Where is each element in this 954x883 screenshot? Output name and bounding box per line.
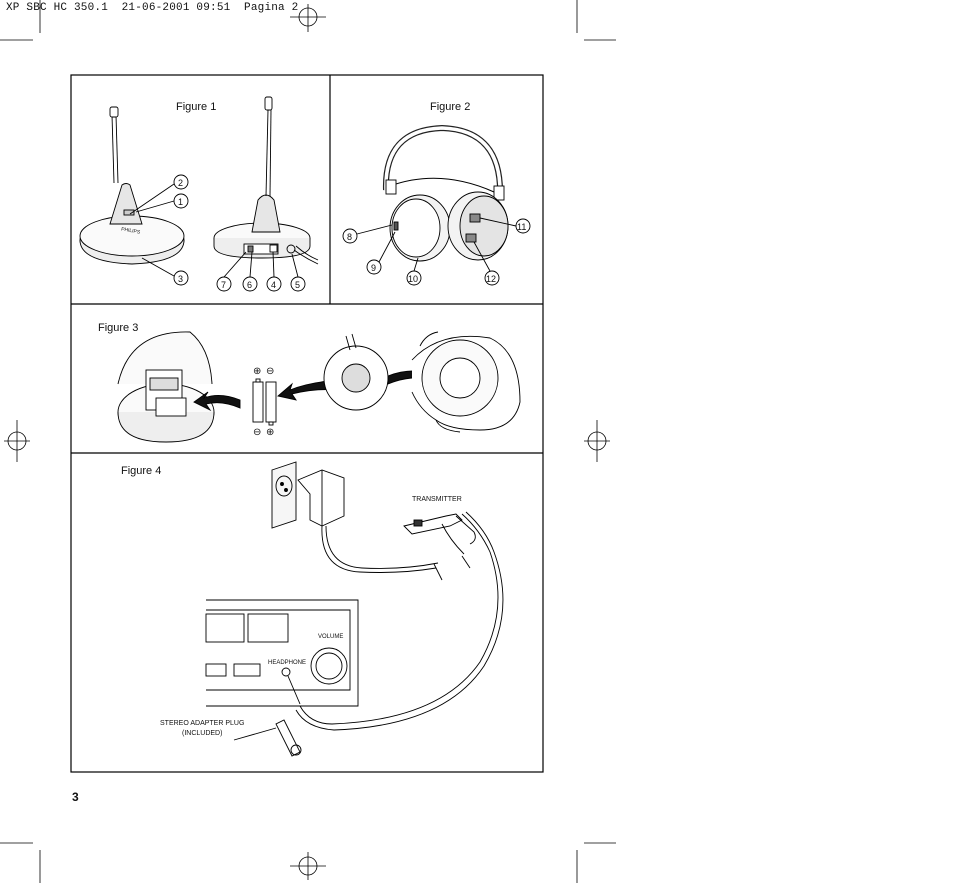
volume-label: VOLUME <box>318 634 344 640</box>
callout-7: 7 <box>221 280 227 290</box>
callout-4: 4 <box>271 280 277 290</box>
callout-12: 12 <box>486 274 497 284</box>
figure-2-title: Figure 2 <box>430 101 471 113</box>
figure-3-title: Figure 3 <box>98 322 139 334</box>
file-header: XP SBC HC 350.1 21-06-2001 09:51 Pagina … <box>6 2 299 14</box>
callout-2: 2 <box>178 178 184 188</box>
battery-plus-bottom: ⊕ <box>266 427 275 438</box>
battery-plus-top: ⊕ <box>253 366 262 377</box>
figure-1-title: Figure 1 <box>176 101 217 113</box>
fig2-headphones <box>342 124 531 286</box>
adapter-label-line2: (INCLUDED) <box>182 730 223 737</box>
transmitter-label: TRANSMITTER <box>412 496 462 503</box>
fig3-batteries <box>117 331 521 443</box>
callout-11: 11 <box>517 222 527 232</box>
figure-frame <box>70 74 544 773</box>
crop-marks <box>0 0 616 883</box>
callout-1: 1 <box>178 197 184 207</box>
callout-9: 9 <box>371 263 377 273</box>
callout-3: 3 <box>178 274 184 284</box>
callout-5: 5 <box>295 280 301 290</box>
callout-6: 6 <box>247 280 253 290</box>
figure-4-title: Figure 4 <box>121 465 162 477</box>
battery-minus-top: ⊖ <box>266 366 275 377</box>
fig4-connection <box>205 461 504 757</box>
headphone-label: HEADPHONE <box>268 660 307 666</box>
battery-minus-bottom: ⊖ <box>253 427 262 438</box>
callout-10: 10 <box>408 274 419 284</box>
page-number: 3 <box>72 790 79 804</box>
fig1-base-station <box>79 96 319 292</box>
adapter-label-line1: STEREO ADAPTER PLUG <box>160 720 245 727</box>
callout-8: 8 <box>347 232 353 242</box>
